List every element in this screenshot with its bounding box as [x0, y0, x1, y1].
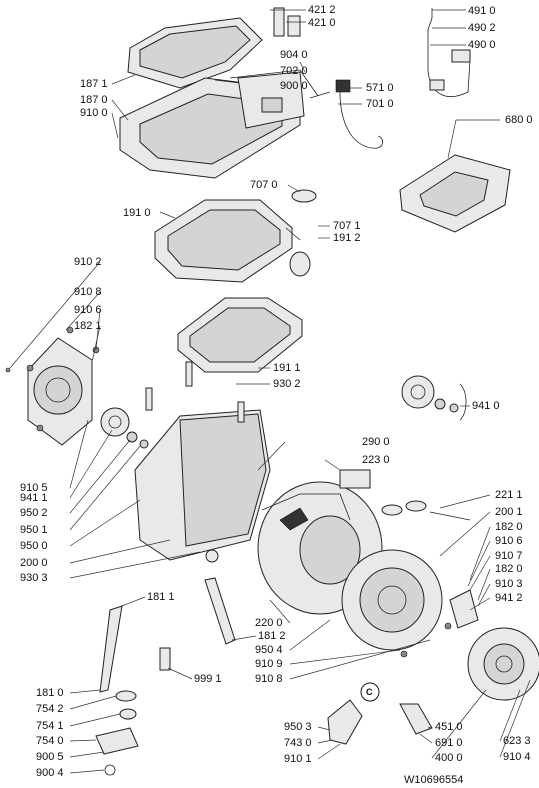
small-parts-221-1 [381, 500, 471, 521]
label-182-1: 182 1 [74, 320, 102, 332]
label-950-4: 950 4 [255, 644, 283, 656]
detergent-dispenser-680 [399, 154, 511, 233]
label-754-0: 754 0 [36, 735, 64, 747]
label-400-0: 400 0 [435, 752, 463, 764]
label-910-4: 910 4 [503, 751, 531, 763]
power-cord-491 [427, 8, 471, 97]
label-743-0: 743 0 [284, 737, 312, 749]
brackets-941-2 [449, 589, 479, 629]
bearing-941-1 [100, 407, 149, 449]
label-910-8-top: 910 8 [74, 286, 102, 298]
label-900-5: 900 5 [36, 751, 64, 763]
label-490-2: 490 2 [468, 22, 496, 34]
pump-743-0 [327, 699, 363, 745]
label-941-1: 941 1 [20, 492, 48, 504]
bearing-set-941-0 [401, 375, 467, 421]
label-910-6-top: 910 6 [74, 304, 102, 316]
label-910-7: 910 7 [495, 550, 523, 562]
label-187-0: 187 0 [80, 94, 108, 106]
label-754-1: 754 1 [36, 720, 64, 732]
label-910-1: 910 1 [284, 753, 312, 765]
label-950-2: 950 2 [20, 507, 48, 519]
label-950-0: 950 0 [20, 540, 48, 552]
callout-badge-circle [360, 682, 380, 702]
label-910-6-right: 910 6 [495, 535, 523, 547]
part-707-0-shape [291, 189, 317, 203]
label-910-3: 910 3 [495, 578, 523, 590]
label-910-5: 910 5 [20, 482, 48, 494]
label-930-3: 930 3 [20, 572, 48, 584]
label-691-0: 691 0 [435, 737, 463, 749]
spring-191-2-shape [289, 251, 311, 277]
label-941-2: 941 2 [495, 592, 523, 604]
label-701-0: 701 0 [366, 98, 394, 110]
drain-hose-754 [95, 690, 139, 776]
label-221-1: 221 1 [495, 489, 523, 501]
label-421-0: 421 0 [308, 17, 336, 29]
label-181-2: 181 2 [258, 630, 286, 642]
label-181-1: 181 1 [147, 591, 175, 603]
label-200-1: 200 1 [495, 506, 523, 518]
motor-400-0 [467, 627, 539, 701]
label-187-1: 187 1 [80, 78, 108, 90]
label-623-3: 623 3 [503, 735, 531, 747]
callout-badge-letter: C [366, 687, 373, 697]
label-181-0: 181 0 [36, 687, 64, 699]
label-191-1: 191 1 [273, 362, 301, 374]
label-680-0: 680 0 [505, 114, 533, 126]
label-950-3: 950 3 [284, 721, 312, 733]
label-910-8-bottom: 910 8 [255, 673, 283, 685]
label-900-0: 900 0 [280, 80, 308, 92]
label-910-2: 910 2 [74, 256, 102, 268]
rear-hub-182-1 [5, 326, 100, 446]
console-parts [237, 7, 384, 149]
label-451-0: 451 0 [435, 721, 463, 733]
label-421-2: 421 2 [308, 4, 336, 16]
label-491-0: 491 0 [468, 5, 496, 17]
label-904-0: 904 0 [280, 49, 308, 61]
label-290-0: 290 0 [362, 436, 390, 448]
drawing-number: W10696554 [404, 774, 464, 786]
label-220-0: 220 0 [255, 617, 283, 629]
dampers-181 [99, 577, 236, 693]
label-900-4: 900 4 [36, 767, 64, 779]
label-182-0-a: 182 0 [495, 521, 523, 533]
part-223-0-shape [339, 469, 371, 489]
tub-ring-191-0 [154, 199, 293, 283]
label-950-1: 950 1 [20, 524, 48, 536]
label-754-2: 754 2 [36, 703, 64, 715]
label-702-0: 702 0 [280, 65, 308, 77]
leader-707-1 [285, 227, 301, 241]
label-930-2: 930 2 [273, 378, 301, 390]
outer-tub-200-0 [134, 361, 271, 563]
label-941-0: 941 0 [472, 400, 500, 412]
label-571-0: 571 0 [366, 82, 394, 94]
label-223-0: 223 0 [362, 454, 390, 466]
leader-lines [9, 9, 531, 774]
tub-ring-191-1 [177, 297, 303, 373]
label-910-9: 910 9 [255, 658, 283, 670]
tub-rear-200-1 [341, 549, 452, 658]
label-707-1: 707 1 [333, 220, 361, 232]
label-490-0: 490 0 [468, 39, 496, 51]
label-182-0-b: 182 0 [495, 563, 523, 575]
label-191-0: 191 0 [123, 207, 151, 219]
label-707-0: 707 0 [250, 179, 278, 191]
label-910-0: 910 0 [80, 107, 108, 119]
label-191-2: 191 2 [333, 232, 361, 244]
label-200-0: 200 0 [20, 557, 48, 569]
label-999-1: 999 1 [194, 673, 222, 685]
